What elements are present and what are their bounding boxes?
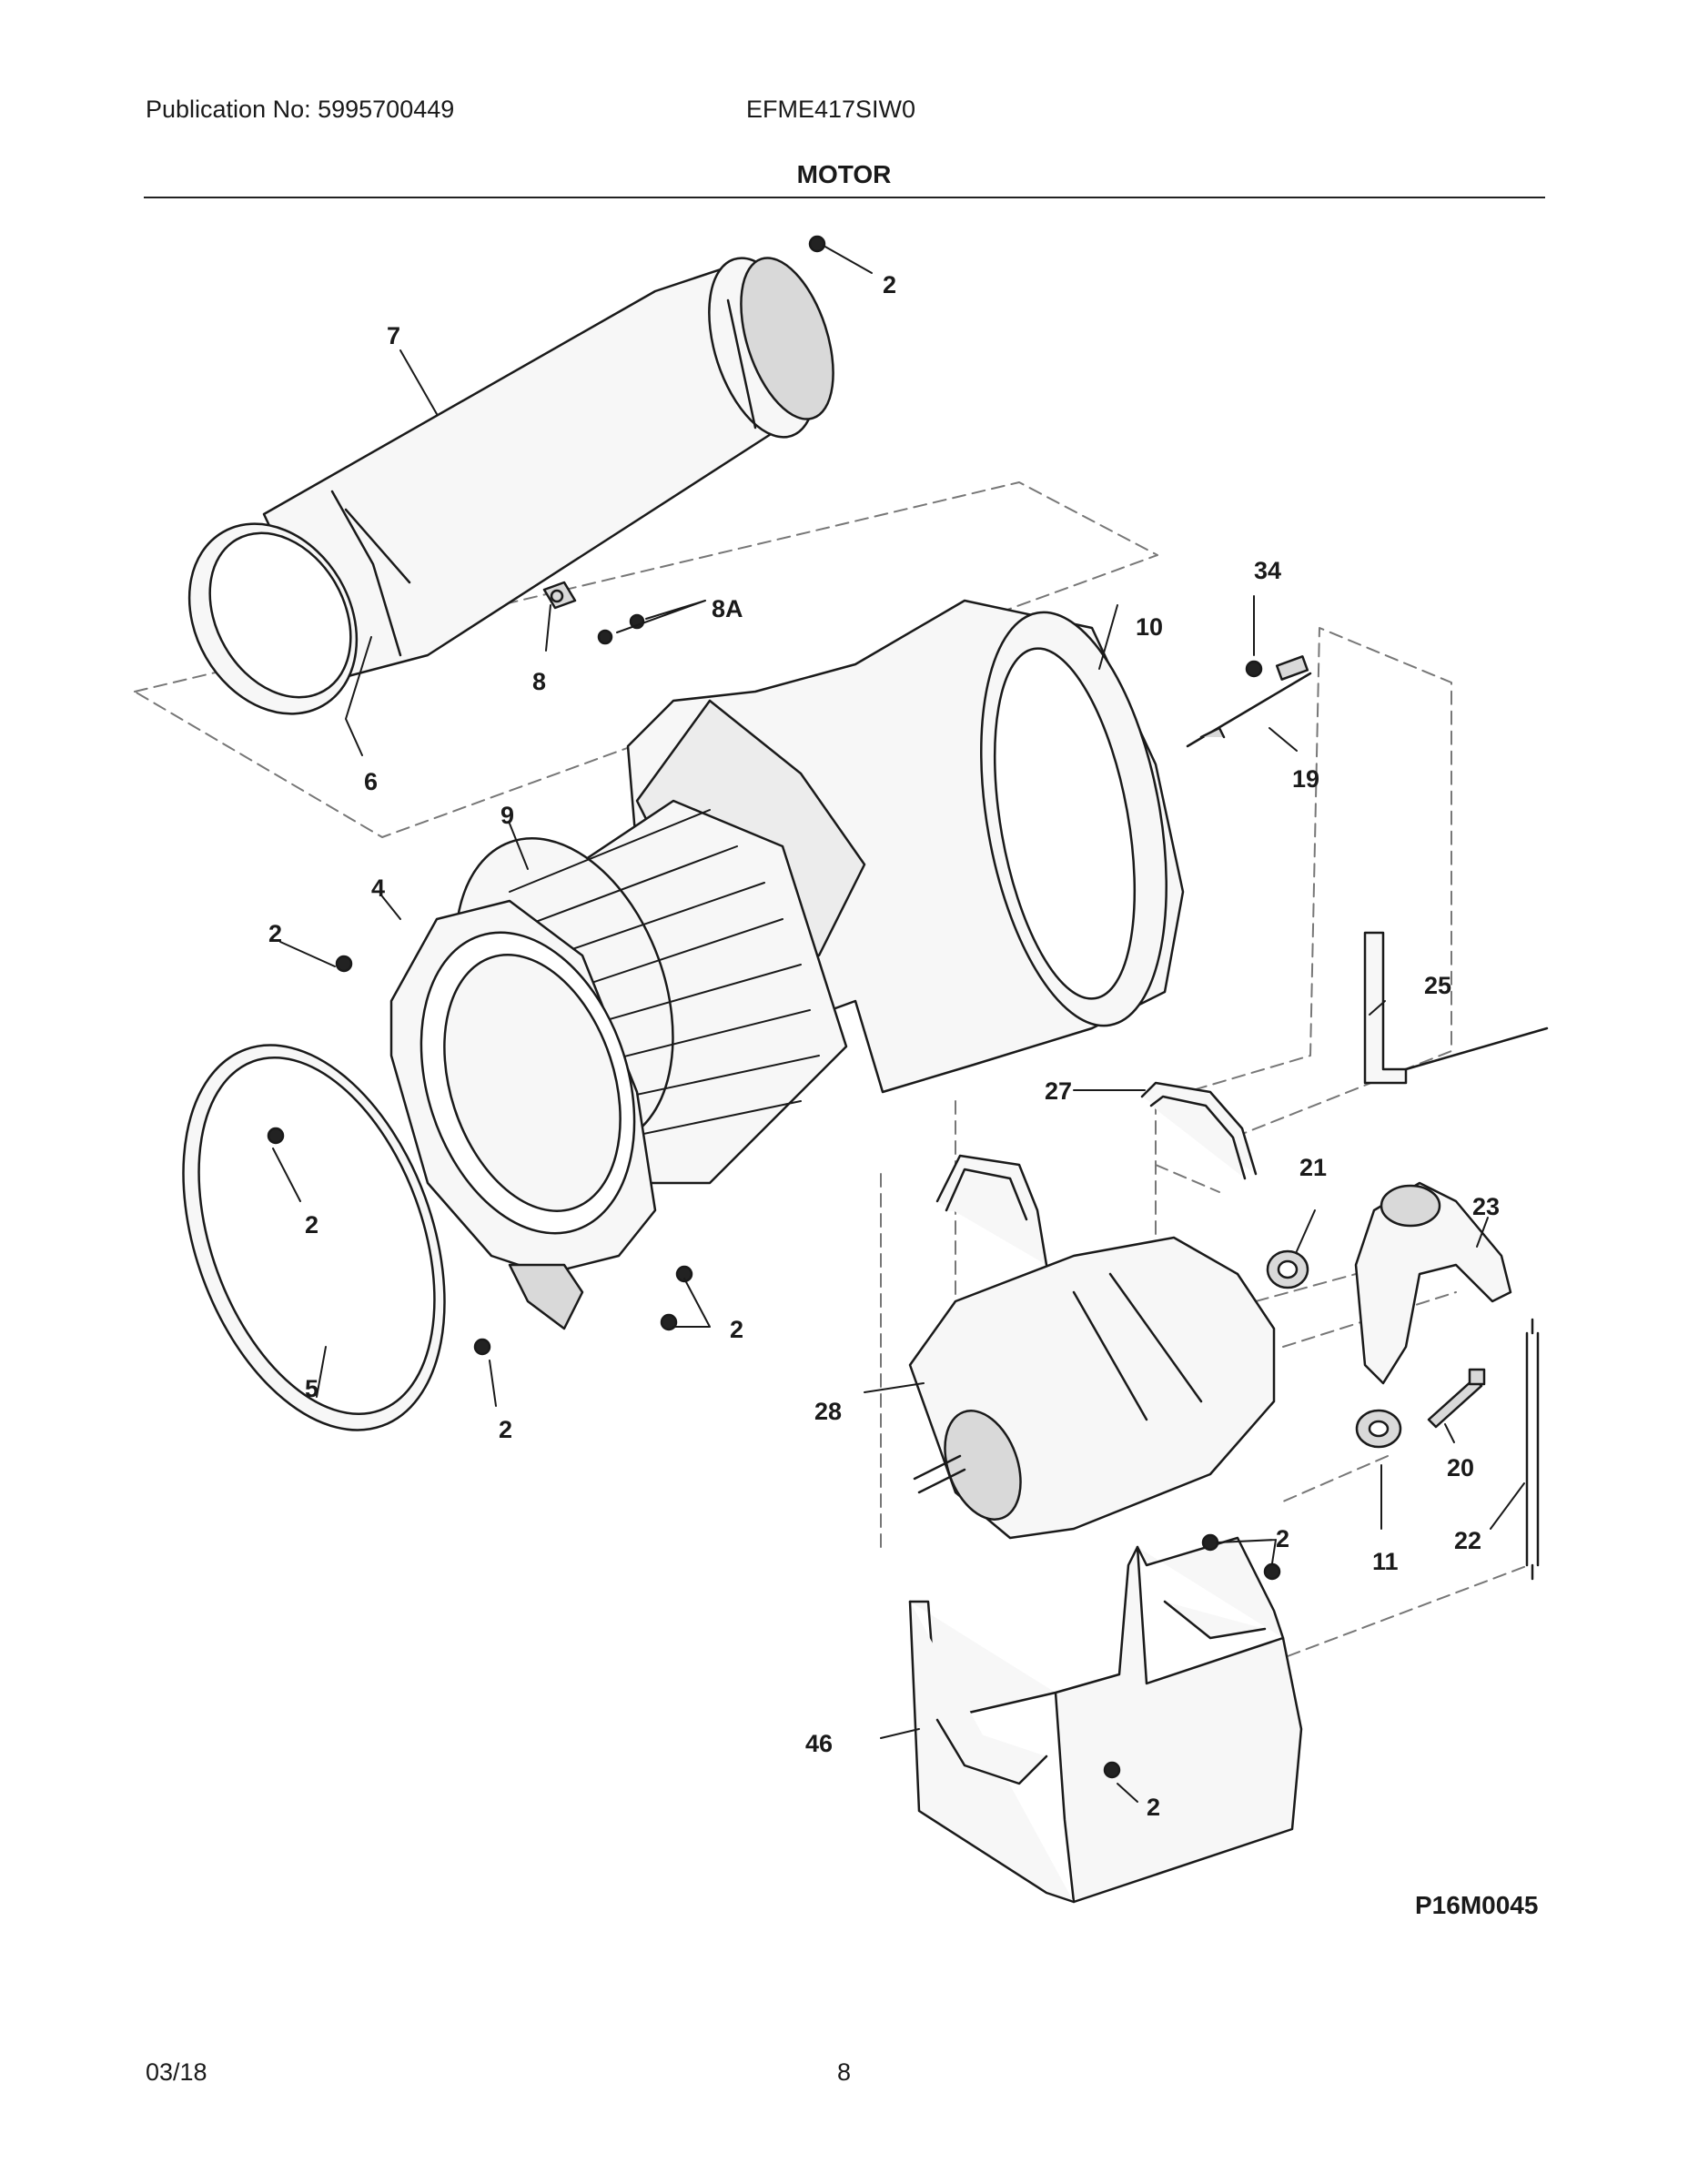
callout-8a-screws: 8A <box>712 595 743 622</box>
thermostat <box>542 581 577 610</box>
tie-strap <box>1363 931 1549 1085</box>
callout-34-screw: 34 <box>1254 557 1281 584</box>
callout-23-idler-arm: 23 <box>1472 1193 1500 1220</box>
blower-housing <box>626 599 1185 1094</box>
pivot-bolt <box>1427 1368 1486 1429</box>
callout-11-bushing: 11 <box>1372 1548 1399 1575</box>
callout-9-blower-wheel: 9 <box>500 802 514 829</box>
callout-20-bolt: 20 <box>1447 1454 1474 1481</box>
idler-arm <box>1354 1181 1512 1385</box>
callout-22-spring: 22 <box>1454 1527 1481 1554</box>
page-number: 8 <box>837 2058 852 2086</box>
callout-10-housing: 10 <box>1136 613 1163 641</box>
sensor <box>1186 655 1312 748</box>
callout-2-bracket-bottom-screw: 2 <box>1147 1794 1160 1821</box>
publication-number: Publication No: 5995700449 <box>146 96 455 123</box>
tube-duct <box>262 257 834 680</box>
callout-2-seal-screw: 2 <box>305 1211 318 1239</box>
motor-clamp-straps <box>935 1081 1258 1267</box>
callout-2-top-screw: 2 <box>883 271 896 298</box>
callout-labels: 2 7 6 8 8A 10 34 19 9 4 2 2 5 2 2 25 27 … <box>268 271 1500 1821</box>
idler-spring <box>1525 1318 1540 1581</box>
motor-mount-bracket <box>908 1536 1303 1904</box>
callout-2-motor-screws: 2 <box>1276 1525 1289 1552</box>
callout-25-tie-strap: 25 <box>1424 972 1451 999</box>
drive-motor <box>908 1236 1276 1540</box>
blower-seal-ring <box>182 1044 446 1431</box>
screw-icons <box>267 235 1281 1779</box>
callout-7-tube: 7 <box>387 322 400 349</box>
footer-date: 03/18 <box>146 2058 207 2086</box>
callout-21-pulley: 21 <box>1299 1154 1327 1181</box>
callout-27-straps: 27 <box>1045 1077 1072 1105</box>
callout-2-housing-screw: 2 <box>268 920 282 947</box>
callout-8-thermostat: 8 <box>532 668 546 695</box>
callout-5-seal-ring: 5 <box>305 1375 318 1402</box>
callout-4-front-housing: 4 <box>371 875 385 902</box>
model-number: EFME417SIW0 <box>746 96 916 123</box>
figure-code: P16M0045 <box>1415 1891 1539 1919</box>
idler-pulley <box>1266 1249 1309 1289</box>
callout-leaders <box>272 245 1525 1803</box>
header-rule <box>144 197 1545 198</box>
callout-2-bracket-screw: 2 <box>499 1416 512 1443</box>
spacer-bushing <box>1355 1409 1402 1449</box>
duct-ring-seal <box>187 522 359 715</box>
section-title: MOTOR <box>796 160 892 188</box>
callout-19-sensor: 19 <box>1292 765 1319 793</box>
blower-front-housing <box>389 899 657 1330</box>
callout-2-bottom-screws: 2 <box>730 1316 743 1343</box>
callout-6-ring: 6 <box>364 768 378 795</box>
callout-28-motor: 28 <box>814 1398 842 1425</box>
callout-46-bracket: 46 <box>805 1730 833 1757</box>
